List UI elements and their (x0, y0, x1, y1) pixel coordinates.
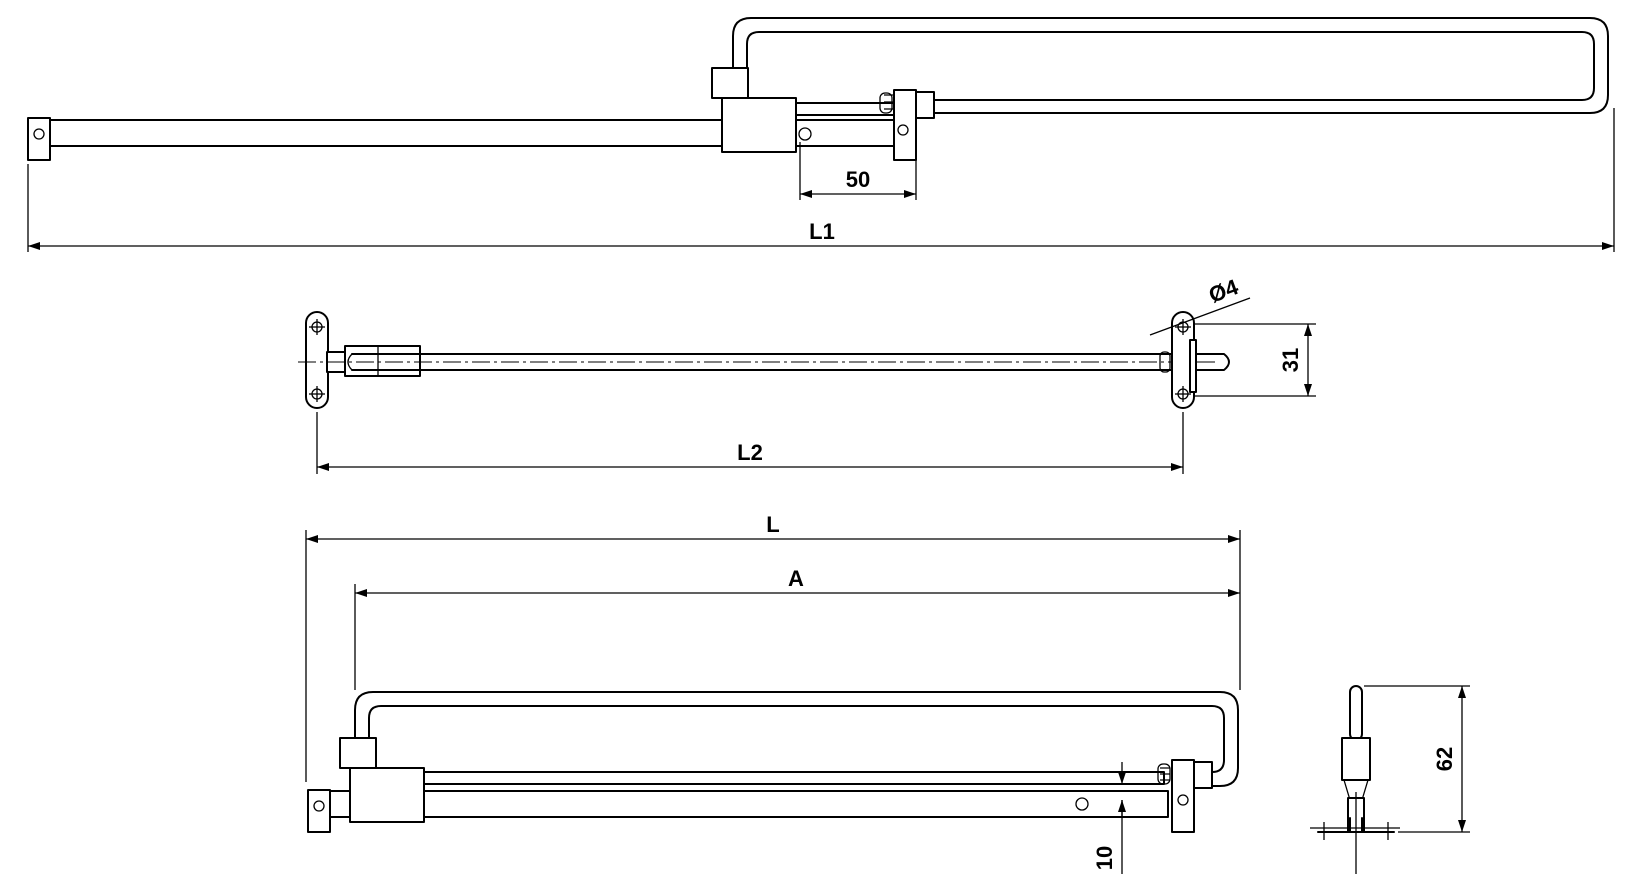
retracted-loop-inner (368, 705, 1225, 773)
retracted-view: L A 10 (305, 512, 1241, 874)
label-slot-distance: 50 (846, 167, 870, 192)
hanger-loop-outer (732, 17, 1609, 114)
hanger-loop-inner (746, 31, 1595, 101)
label-mounting-distance: L2 (737, 440, 763, 465)
dimension-hole-diameter: Ø4 (1149, 274, 1251, 336)
top-view: Ø4 31 L2 (298, 274, 1316, 474)
label-side-height: 62 (1432, 747, 1457, 771)
retracted-upper-rail (417, 771, 1165, 785)
dimension-l: L (305, 512, 1241, 782)
slider-top (711, 67, 749, 99)
label-rail-length: A (788, 566, 804, 591)
retracted-slider-block (349, 767, 425, 823)
top-slider (344, 345, 421, 377)
extended-arm (47, 119, 729, 147)
label-bracket-height: 31 (1278, 348, 1303, 372)
retracted-loop-outer (354, 691, 1239, 787)
retracted-lower-rail (327, 790, 1169, 818)
retracted-right-bracket (1171, 759, 1195, 833)
end-rod-top (1349, 685, 1363, 741)
end-slider (1341, 737, 1371, 781)
dimension-l2: L2 (316, 412, 1184, 474)
dimension-10: 10 (1092, 762, 1126, 874)
slider-block (721, 97, 797, 153)
dimension-62: 62 (1364, 685, 1470, 833)
label-overall-extended: L1 (809, 219, 835, 244)
dimension-a: A (354, 566, 1240, 690)
dimension-31: 31 (1194, 323, 1316, 397)
retracted-slider-top (339, 737, 377, 769)
label-rail-offset: 10 (1092, 846, 1117, 870)
lower-rail (791, 119, 913, 147)
top-rod (351, 353, 1230, 371)
end-base-plate (1317, 817, 1395, 833)
dimension-50: 50 (799, 142, 917, 200)
end-view: 62 (1310, 685, 1470, 874)
dimension-l1: L1 (27, 108, 1615, 252)
label-overall-length: L (766, 512, 779, 537)
extended-view: 50 L1 (27, 17, 1615, 252)
